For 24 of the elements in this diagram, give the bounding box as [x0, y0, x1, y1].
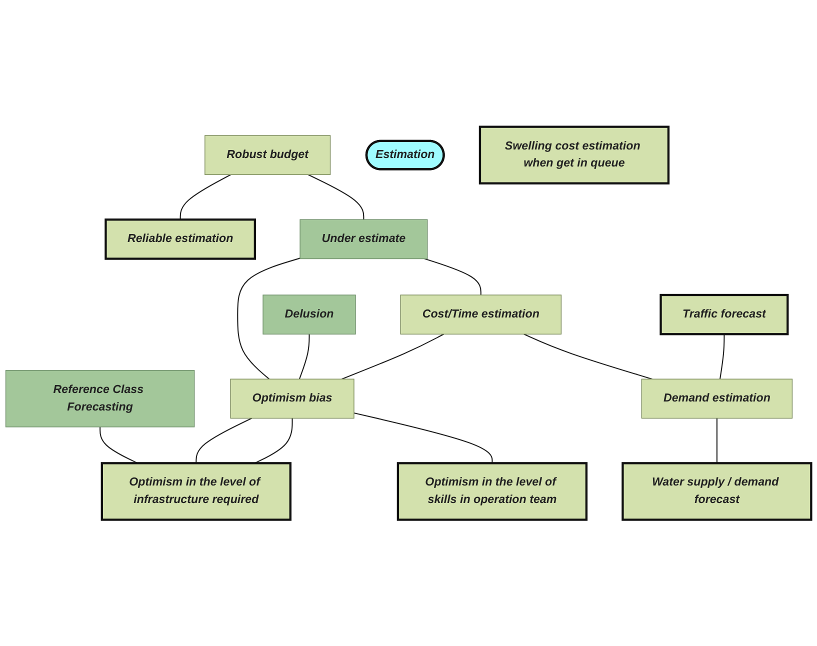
- node-box: Robust budget: [204, 134, 331, 175]
- connector: [298, 334, 310, 379]
- connector: [342, 333, 444, 380]
- node-box: Reference Class Forecasting: [5, 370, 195, 428]
- node-box: Water supply / demand forecast: [622, 462, 812, 521]
- node-box: Traffic forecast: [660, 294, 789, 335]
- node-box: Delusion: [262, 294, 356, 334]
- connector: [196, 417, 252, 463]
- node-box: Optimism in the level of infrastructure required: [100, 462, 292, 521]
- node-box: Under estimate: [300, 218, 428, 259]
- node-box: Demand estimation: [641, 378, 793, 418]
- node-box: Reliable estimation: [104, 218, 256, 260]
- connector: [719, 334, 725, 379]
- connector: [716, 418, 718, 463]
- connector: [308, 174, 364, 220]
- node-box: Optimism in the level of skills in operation team: [396, 462, 588, 521]
- connector: [180, 174, 232, 220]
- node-box: Optimism bias: [230, 378, 354, 418]
- node-box: Swelling cost estimation when get in queue: [478, 125, 670, 184]
- connector: [354, 412, 493, 463]
- connector: [424, 258, 482, 295]
- connector: [524, 333, 652, 380]
- node-box: Cost/Time estimation: [400, 294, 562, 334]
- connector: [237, 257, 300, 380]
